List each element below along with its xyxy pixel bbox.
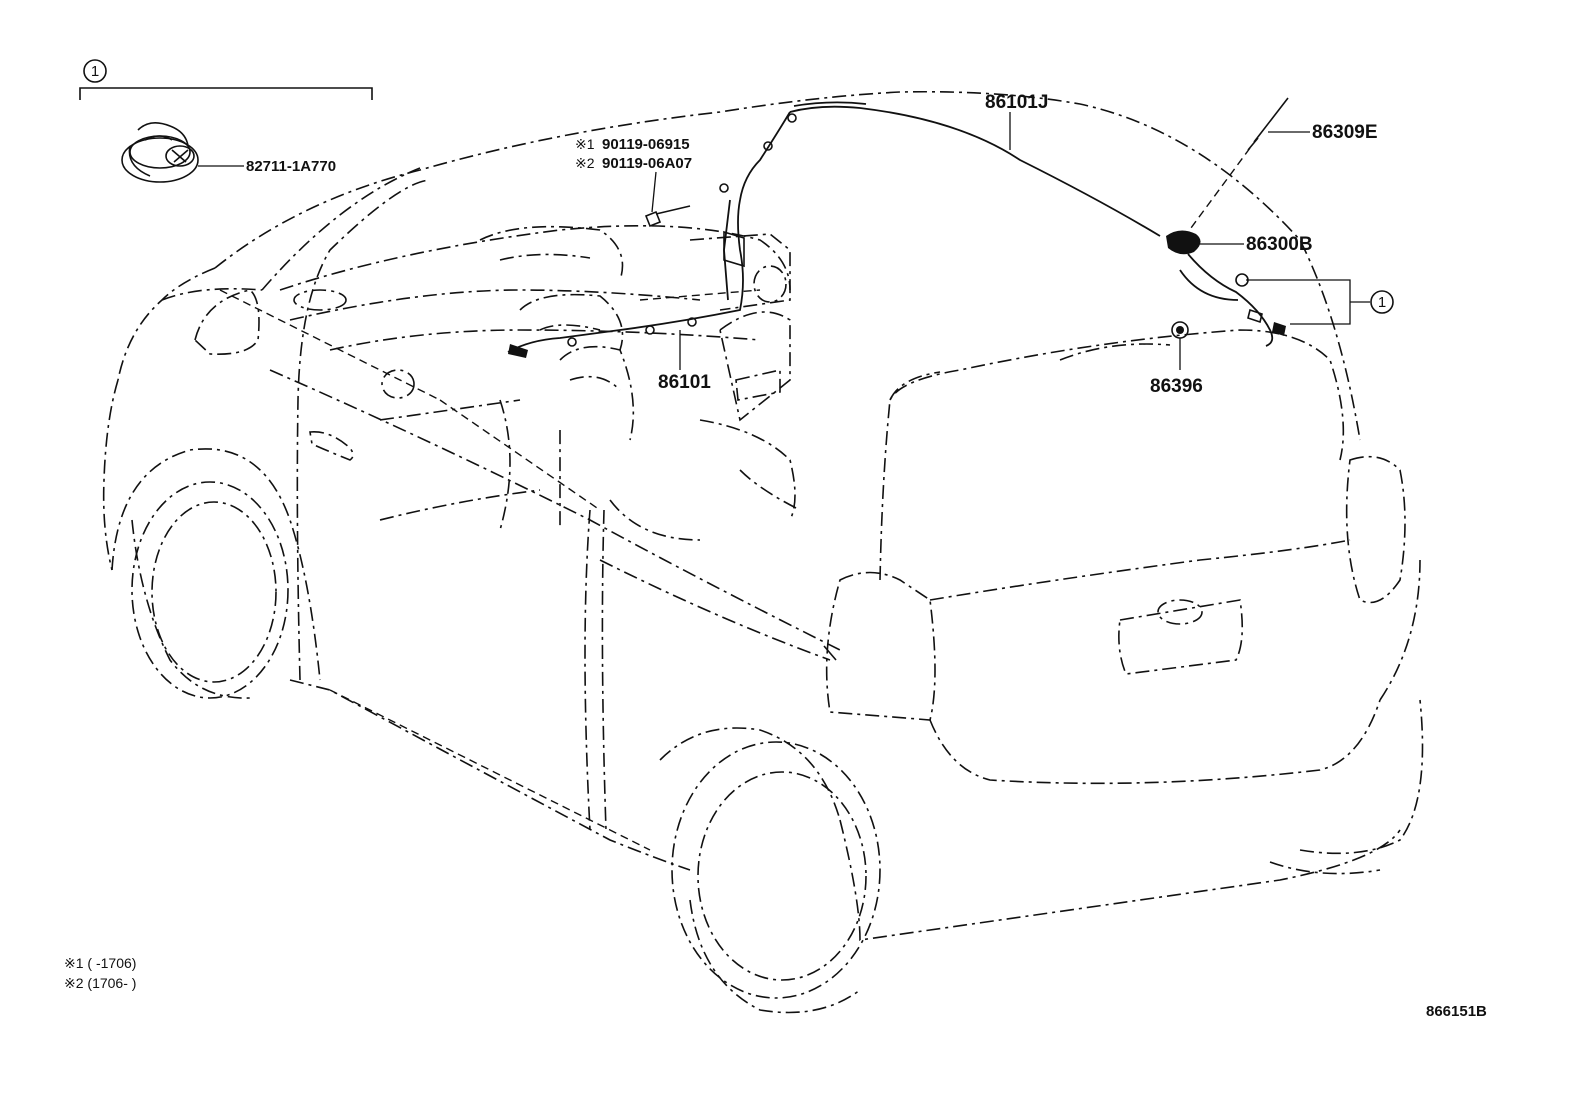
antenna-rod-icon <box>1187 97 1289 233</box>
diagram-code: 866151B <box>1426 1003 1487 1020</box>
dashboard-interior <box>219 224 801 541</box>
callout-bracket-top-left: 1 <box>79 59 373 100</box>
part-label-90119-06915: 90119-06915 <box>602 136 690 153</box>
antenna-cord-86101 <box>507 101 1161 358</box>
part-label-86101: 86101 <box>658 372 711 393</box>
antenna-clip-icons <box>1235 273 1286 336</box>
footnote-1: ※1 ( -1706) <box>64 955 136 971</box>
part-label-86396: 86396 <box>1150 376 1203 397</box>
part-label-90119-06a07: 90119-06A07 <box>602 155 692 172</box>
callout-number-1-right: 1 <box>1378 294 1386 311</box>
part-label-86309e: 86309E <box>1312 122 1378 143</box>
part-label-86300b: 86300B <box>1246 234 1313 255</box>
note-marker-2: ※2 <box>575 155 595 171</box>
car-body-outline <box>102 90 1424 1014</box>
part-label-86101j: 86101J <box>985 92 1048 113</box>
callout-number-1: 1 <box>91 63 99 80</box>
connector-clip-icon <box>121 122 199 183</box>
part-label-82711-1a770: 82711-1A770 <box>246 158 336 175</box>
antenna-base-icon <box>1166 230 1274 347</box>
bolt-90119-icon <box>644 171 691 228</box>
note-marker-1: ※1 <box>575 136 595 152</box>
footnote-2: ※2 (1706- ) <box>64 975 136 991</box>
grommet-icon <box>1171 321 1189 370</box>
